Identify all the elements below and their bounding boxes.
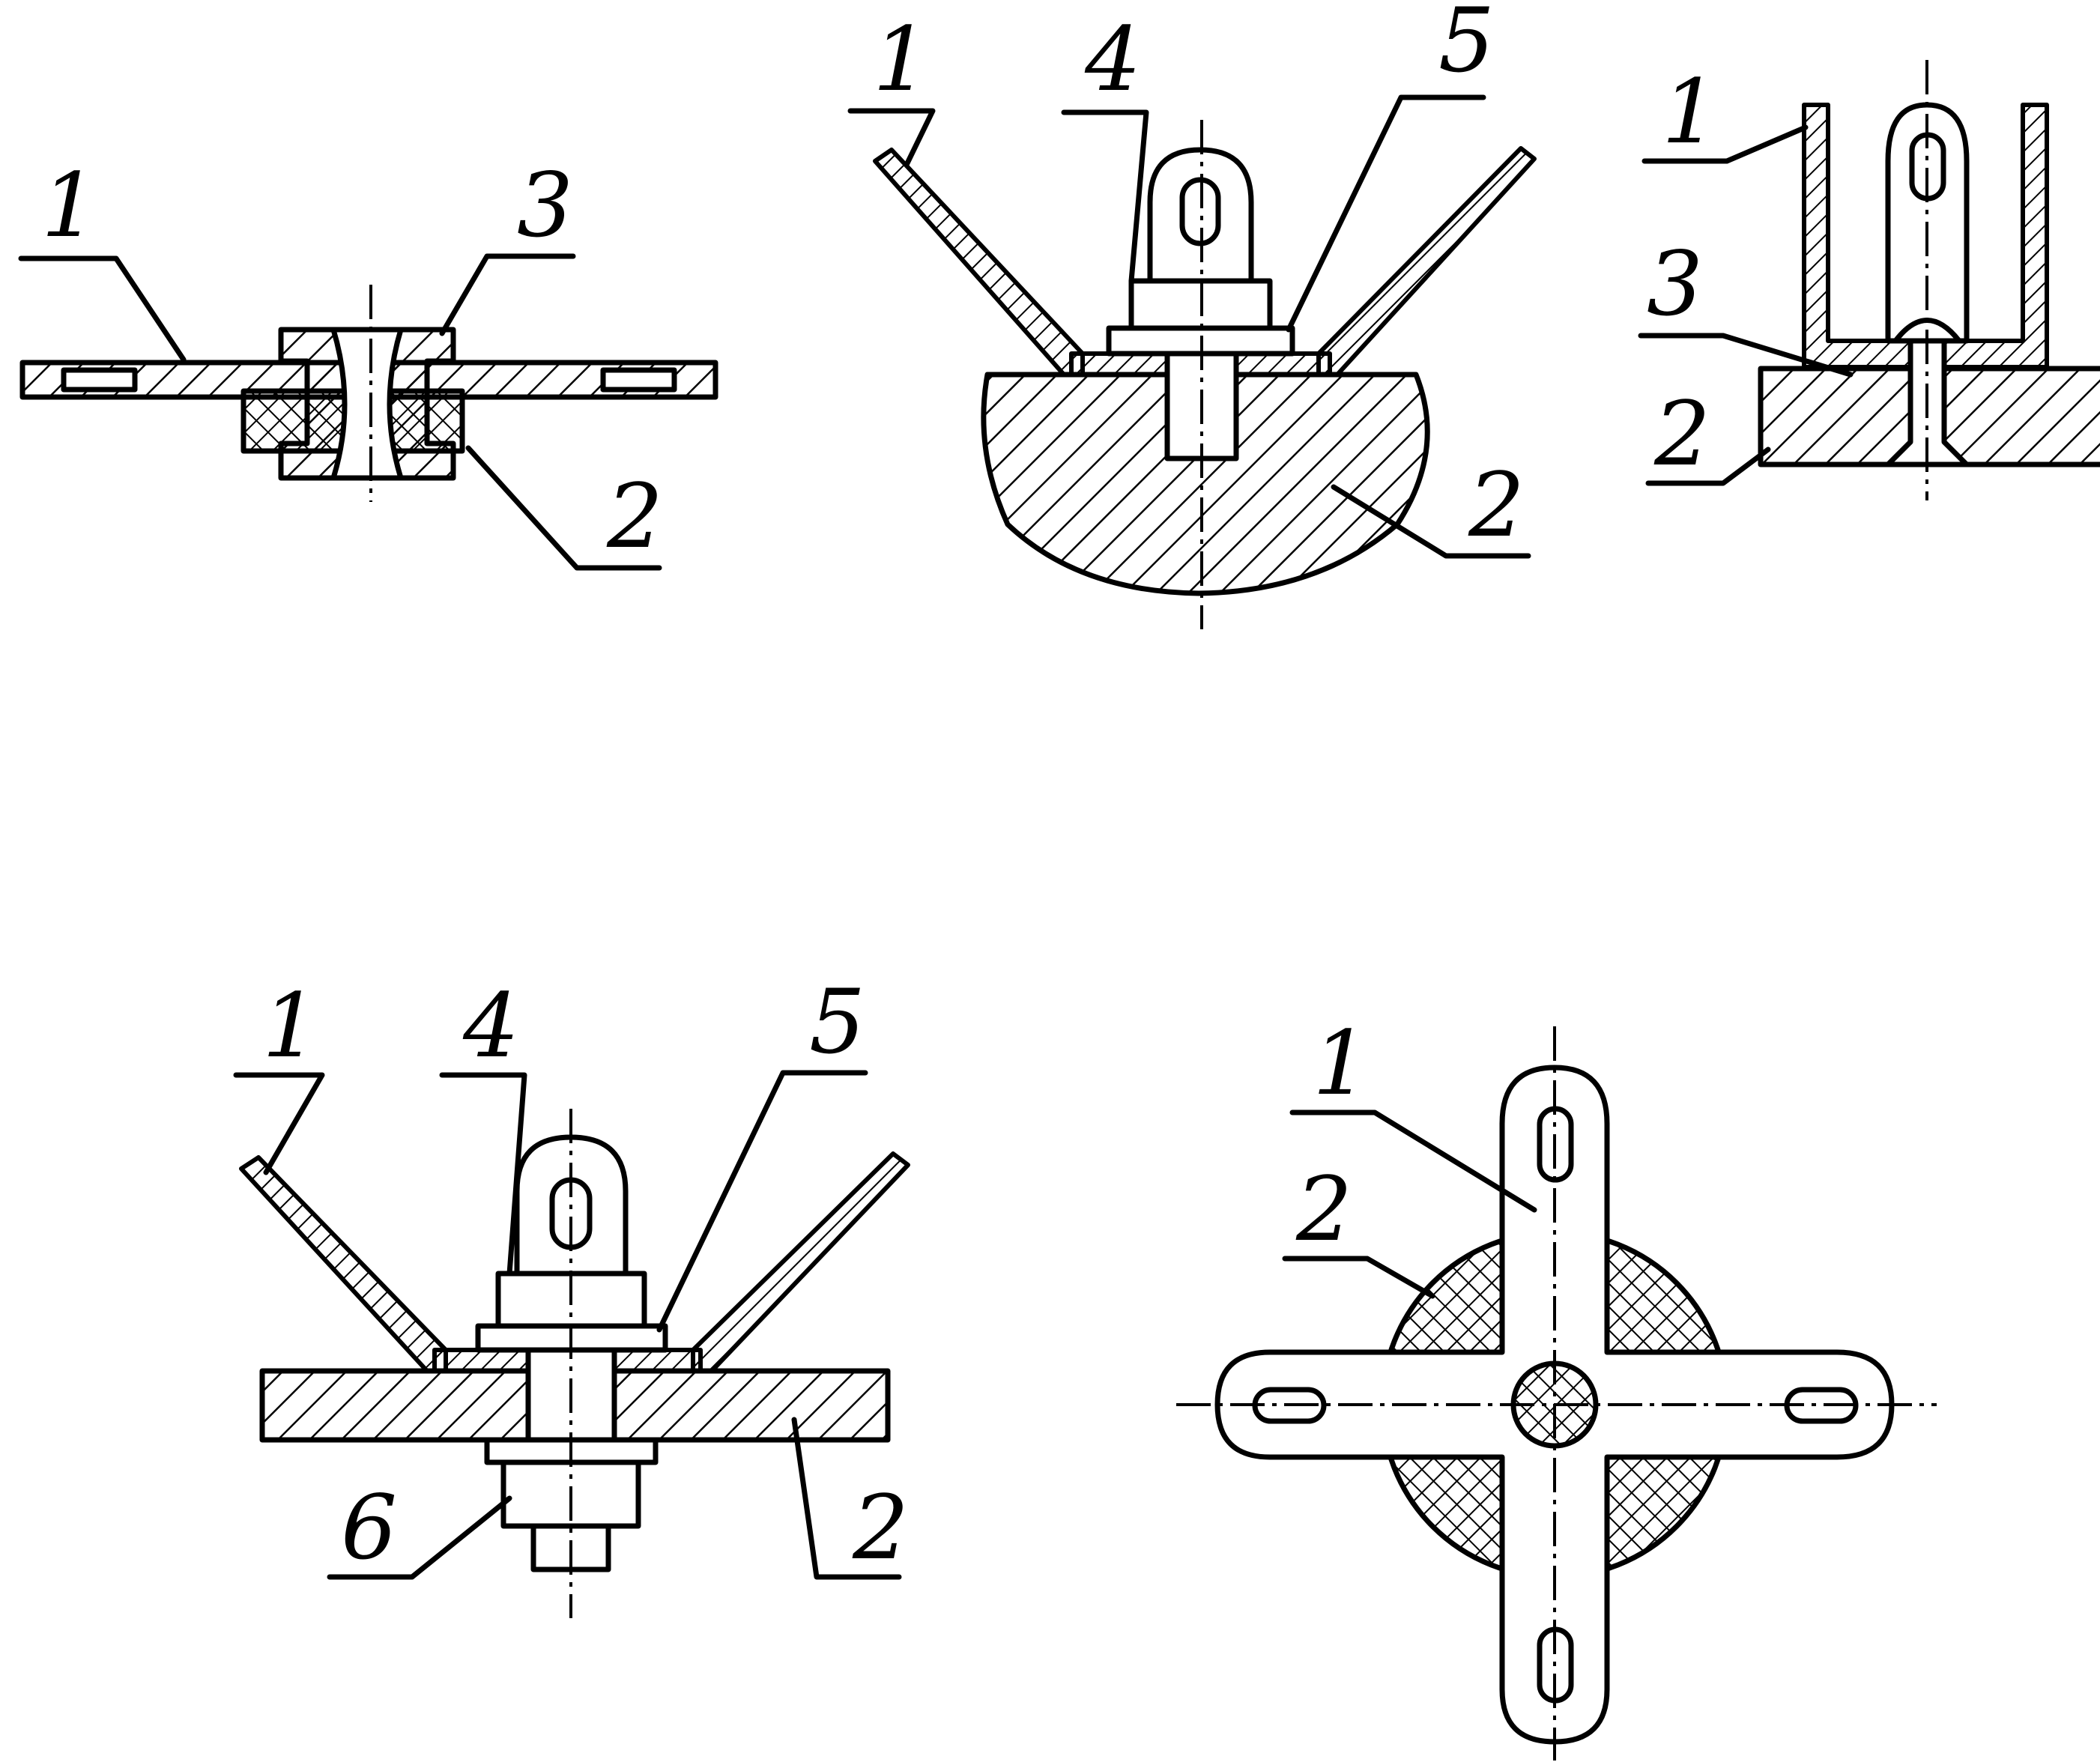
leader-line xyxy=(327,1495,512,1580)
view-1-flat-mount: 1 3 2 xyxy=(18,154,718,571)
leader-line xyxy=(18,255,187,363)
callout-label: 3 xyxy=(517,154,573,257)
leader-line xyxy=(656,1070,868,1333)
bushing-bore xyxy=(330,327,404,481)
callout-label: 2 xyxy=(1468,453,1525,557)
bracket-arm-part-1 xyxy=(691,1151,910,1373)
callout-label: 5 xyxy=(809,970,865,1074)
callout-label: 1 xyxy=(1662,60,1718,163)
callout-label: 2 xyxy=(852,1476,909,1579)
callout-label: 5 xyxy=(1438,0,1495,92)
callout-label: 3 xyxy=(1647,232,1703,336)
leader-line xyxy=(465,445,662,571)
callout-label: 2 xyxy=(1653,382,1710,485)
strip-slot xyxy=(600,367,677,393)
strip-slot xyxy=(61,367,138,393)
callout-label: 2 xyxy=(606,464,663,568)
callout-label: 1 xyxy=(1313,1011,1369,1115)
view-2-curved-mount: 1 4 5 2 xyxy=(847,0,1537,629)
view-5-cross-plan: 1 2 xyxy=(1176,1011,1937,1761)
leader-line xyxy=(1061,109,1149,284)
u-bracket-part-1 xyxy=(1802,103,2049,369)
callout-label: 4 xyxy=(462,974,519,1077)
body-part-2 xyxy=(981,372,1430,596)
leader-line xyxy=(233,1072,325,1175)
leader-line xyxy=(1282,1256,1435,1299)
leader-line xyxy=(1645,446,1771,486)
callout-label: 6 xyxy=(341,1476,397,1579)
view-3-u-bracket: 1 3 2 xyxy=(1638,60,2100,500)
bracket-arm-part-1 xyxy=(239,1155,448,1373)
bracket-arm-part-1 xyxy=(873,148,1085,377)
callout-label: 1 xyxy=(873,7,929,111)
callout-label: 2 xyxy=(1295,1157,1352,1261)
leader-line xyxy=(1289,1109,1537,1213)
leader-line xyxy=(791,1417,902,1580)
callout-label: 1 xyxy=(41,154,97,257)
leader-line xyxy=(1638,333,1854,378)
leader-line xyxy=(1286,94,1486,333)
callout-label: 4 xyxy=(1084,7,1141,111)
leader-line xyxy=(1331,484,1531,559)
leader-line xyxy=(1641,124,1809,164)
leader-line xyxy=(439,1072,527,1277)
leader-line xyxy=(847,108,936,168)
leader-line xyxy=(439,253,576,336)
bracket-arm-part-1 xyxy=(1316,146,1537,377)
view-4-through-plate: 1 4 5 6 2 xyxy=(233,970,910,1618)
callout-label: 1 xyxy=(262,974,318,1077)
